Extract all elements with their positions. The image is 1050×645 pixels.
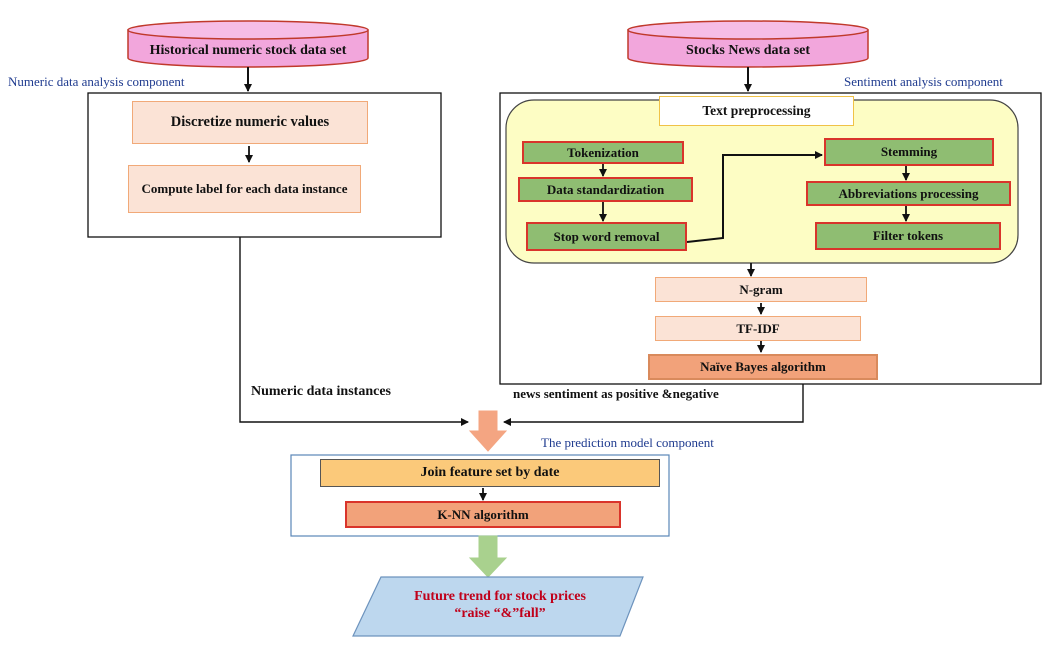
output-line-2: “raise “&”fall” <box>454 605 546 621</box>
numeric-instances-label: Numeric data instances <box>251 384 391 399</box>
news-dataset-cylinder <box>627 20 869 68</box>
stemming-step: Stemming <box>824 138 994 166</box>
compute-label-step: Compute label for each data instance <box>128 165 361 213</box>
news-sentiment-label: news sentiment as positive &negative <box>513 386 719 401</box>
naive-bayes-step: Naïve Bayes algorithm <box>648 354 878 380</box>
numeric-component-caption: Numeric data analysis component <box>8 74 185 89</box>
ngram-step: N-gram <box>655 277 867 302</box>
output-arrow <box>468 535 508 578</box>
output-shape <box>352 576 644 637</box>
news-dataset-label: Stocks News data set <box>685 42 811 58</box>
prediction-component-caption: The prediction model component <box>541 435 714 450</box>
output-text: Future trend for stock prices “raise “&”… <box>360 589 640 623</box>
discretize-step: Discretize numeric values <box>132 101 368 144</box>
tfidf-step: TF-IDF <box>655 316 861 341</box>
sentiment-component-frame <box>499 92 1042 385</box>
sentiment-component-caption: Sentiment analysis component <box>844 74 1003 89</box>
data-standardization-step: Data standardization <box>518 177 693 202</box>
merge-arrow <box>468 410 508 452</box>
knn-step: K-NN algorithm <box>345 501 621 528</box>
text-preprocessing-title: Text preprocessing <box>659 96 854 126</box>
filter-tokens-step: Filter tokens <box>815 222 1001 250</box>
numeric-dataset-label: Historical numeric stock data set <box>149 42 347 58</box>
numeric-dataset-cylinder <box>127 20 369 68</box>
join-feature-step: Join feature set by date <box>320 459 660 487</box>
output-line-1: Future trend for stock prices <box>414 589 586 604</box>
numeric-component-frame <box>87 92 442 238</box>
stop-word-removal-step: Stop word removal <box>526 222 687 251</box>
tokenization-step: Tokenization <box>522 141 684 164</box>
abbreviations-step: Abbreviations processing <box>806 181 1011 206</box>
